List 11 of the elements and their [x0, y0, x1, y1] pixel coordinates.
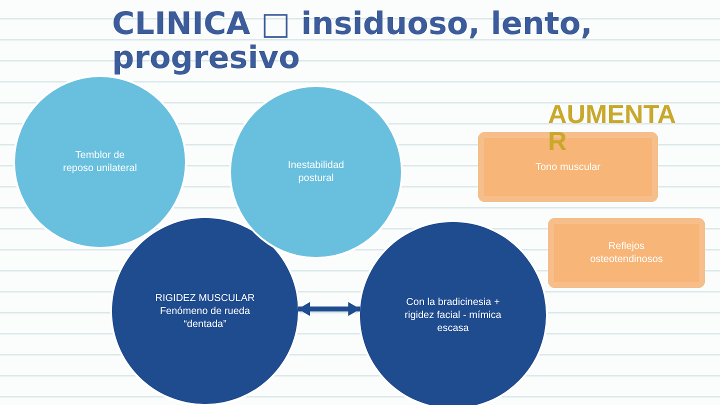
node-text: RIGIDEZ MUSCULAR Fenómeno de rueda “dentada”: [155, 292, 255, 330]
slide-title: CLINICA □ insiduoso, lento, progresivo: [112, 7, 594, 75]
double-arrow: [298, 302, 360, 316]
rounded-box: [548, 218, 705, 288]
node-text: Con la bradicinesia + rigidez facial - mímica escasa: [404, 296, 502, 334]
node-text: Inestabilidad postural: [286, 159, 346, 185]
node-text: Tono muscular: [535, 160, 601, 174]
node-text: Temblor de reposo unilateral: [62, 149, 138, 175]
heading-text: AUMENTAR: [548, 101, 678, 155]
rounded-box: [478, 132, 658, 202]
node-text: Reflejos osteotendinosos: [589, 240, 664, 266]
